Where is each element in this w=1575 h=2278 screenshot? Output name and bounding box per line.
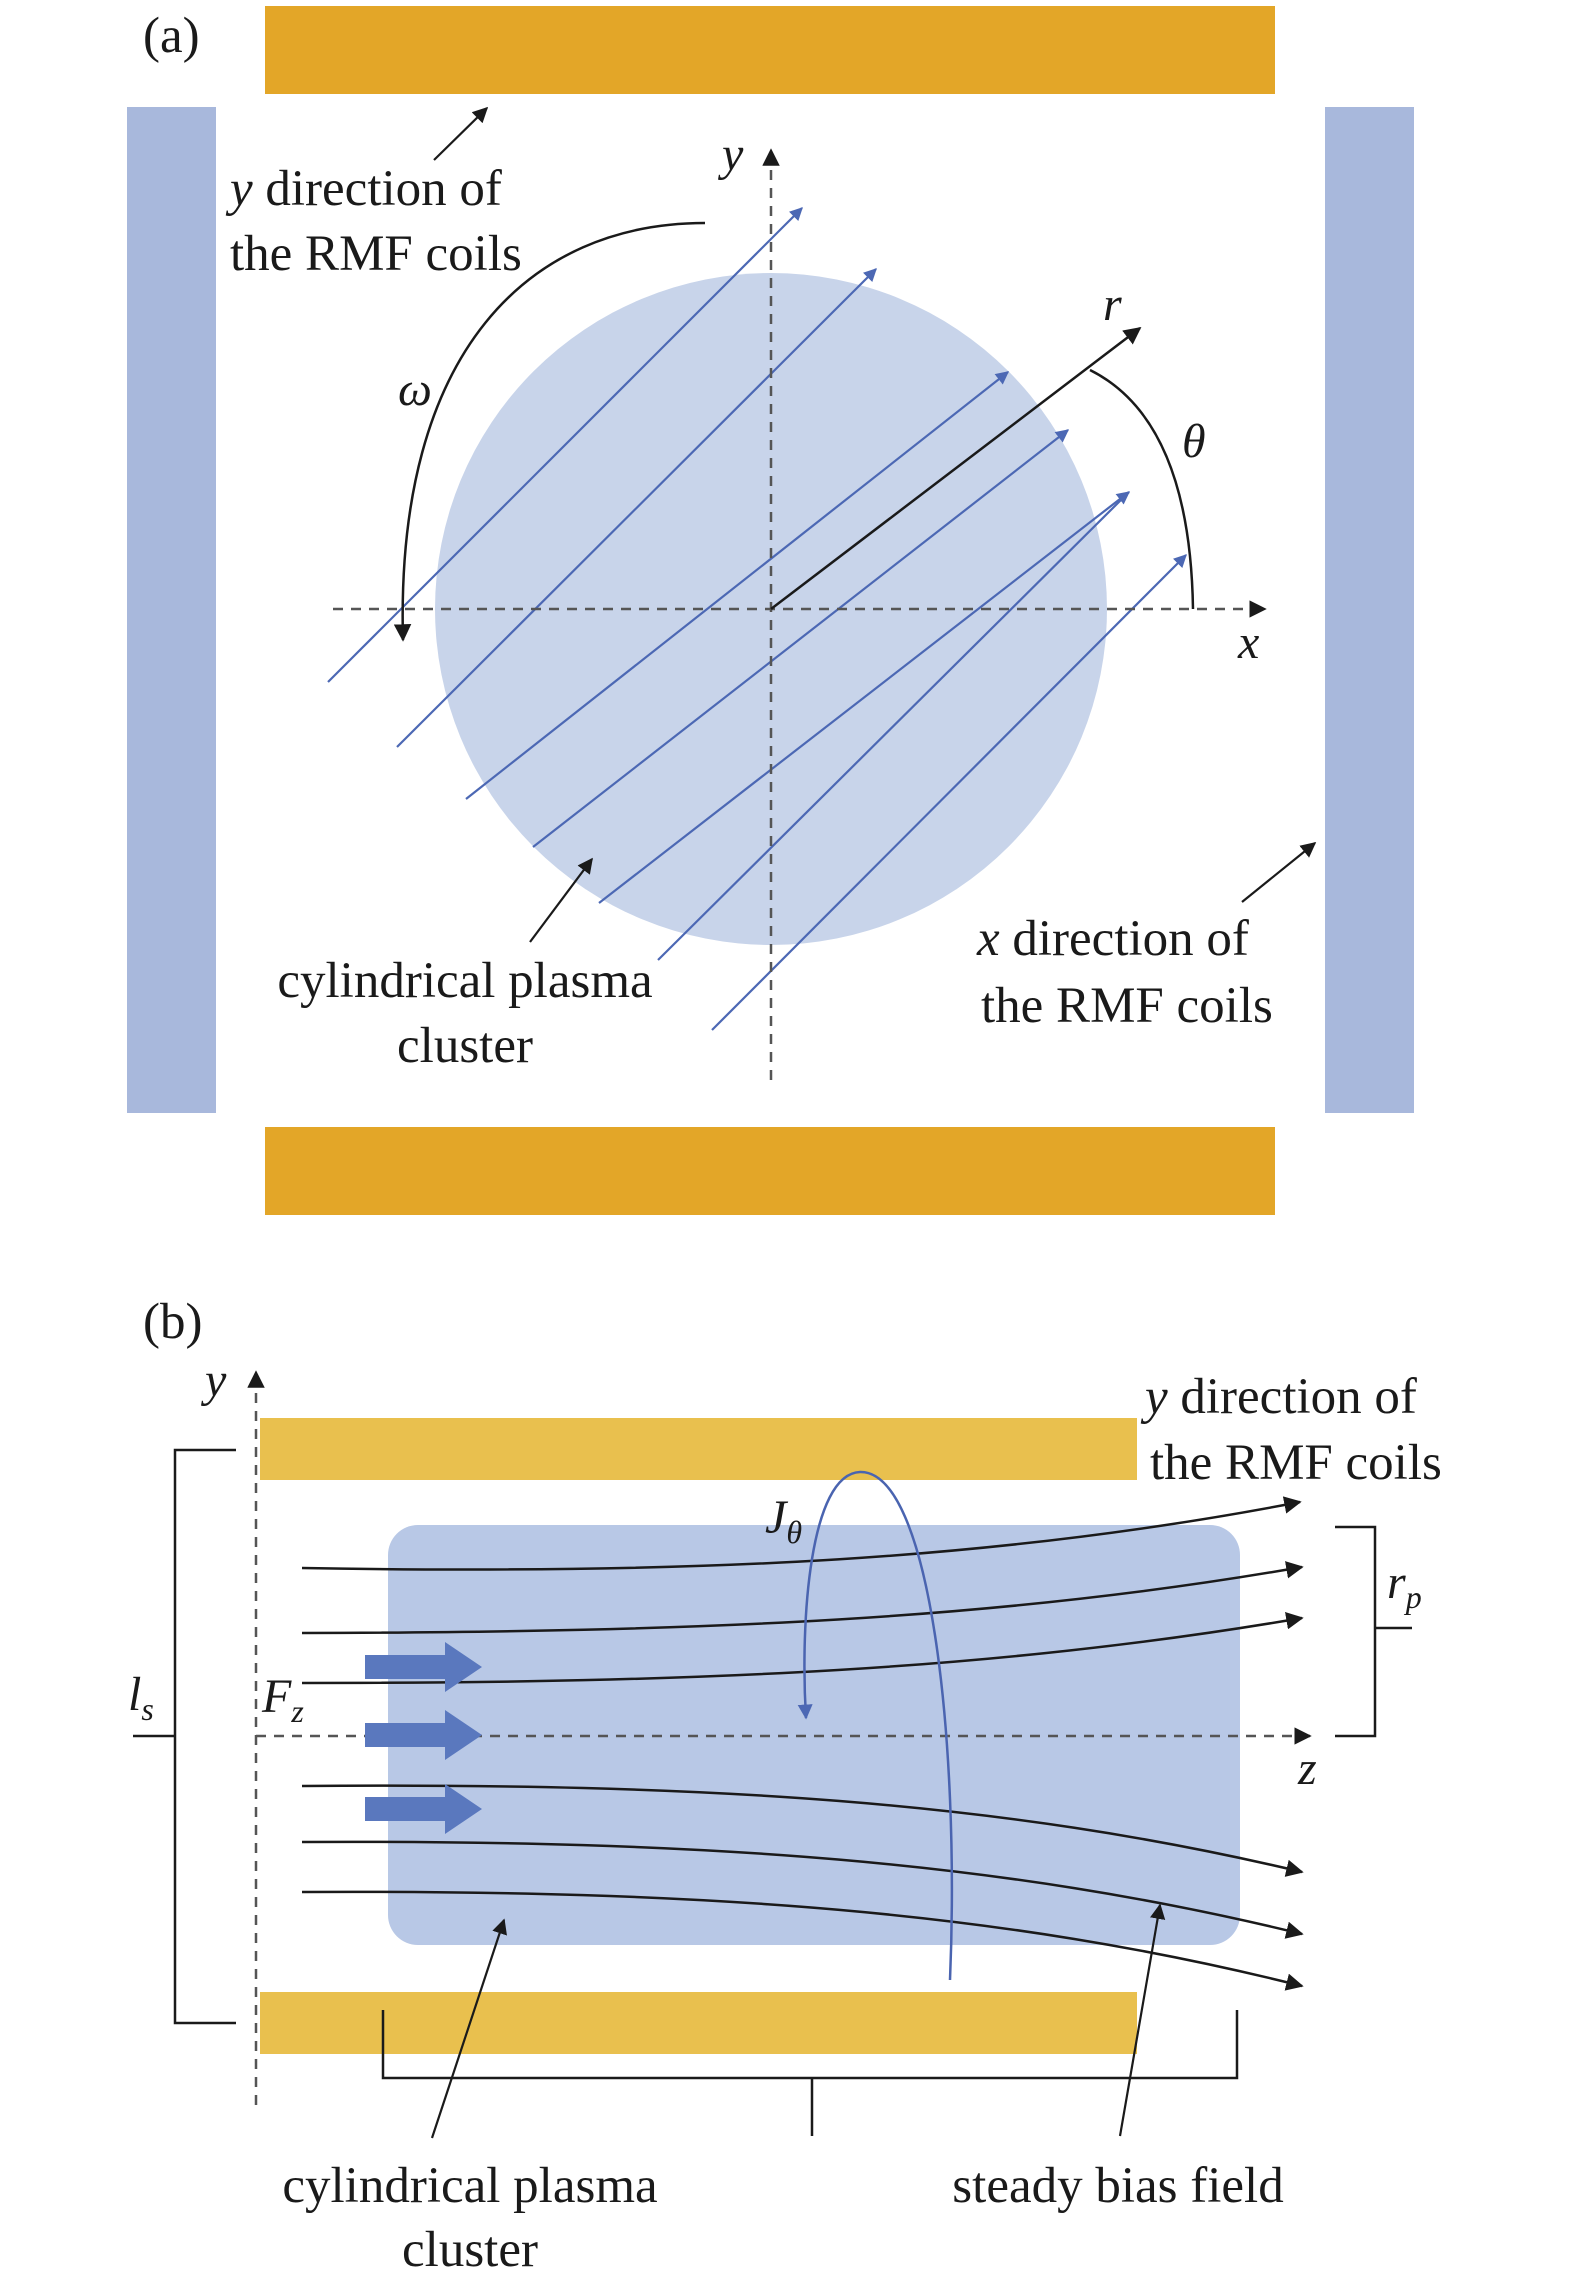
- bias-field-line: [301, 1890, 1304, 1991]
- thrust-arrow: [365, 1710, 482, 1760]
- x-axis-label-a: x: [1237, 616, 1259, 669]
- thrust-arrows: [365, 1642, 482, 1834]
- radius-vector: [770, 326, 1142, 610]
- plasma-label-a-line2: cluster: [397, 1018, 533, 1074]
- bias-field-line: [301, 1784, 1304, 1877]
- panel-a-tag: (a): [143, 8, 200, 64]
- left-x-coil: [127, 107, 216, 1113]
- bias-field-lines: [301, 1496, 1304, 1991]
- r-label: r: [1103, 278, 1122, 331]
- bias-field-leader: [1118, 1903, 1166, 2137]
- z-axis-label-b: z: [1297, 1742, 1317, 1795]
- field-line: [711, 554, 1187, 1031]
- plasma-leader-b: [430, 1918, 507, 2139]
- bias-field-label: steady bias field: [952, 2158, 1283, 2214]
- top-y-coil: [265, 6, 1275, 94]
- x-coil-label-a-line2: the RMF coils: [981, 978, 1273, 1034]
- field-line: [598, 491, 1131, 904]
- rp-label: rp: [1387, 1556, 1422, 1615]
- plasma-label-b-line1: cylindrical plasma: [282, 2158, 657, 2214]
- bottom-bracket: [381, 2010, 1239, 2080]
- panel-b: (b) y z Jθ Fz: [128, 1294, 1442, 2278]
- omega-label: ω: [398, 363, 432, 416]
- field-line: [465, 371, 1010, 800]
- plasma-label-a-line1: cylindrical plasma: [277, 953, 652, 1009]
- field-line: [657, 491, 1130, 961]
- y-coil-label-b-line2: the RMF coils: [1150, 1435, 1442, 1491]
- bias-field-line: [301, 1840, 1304, 1939]
- bottom-y-coil: [265, 1127, 1275, 1215]
- bias-field-line: [301, 1612, 1304, 1685]
- rmf-field-lines: [327, 207, 1187, 1031]
- top-coil-b: [260, 1418, 1137, 1480]
- ls-label: ls: [128, 1668, 154, 1727]
- azimuthal-current-loop: [797, 1470, 954, 1981]
- field-line: [532, 429, 1070, 848]
- y-axis-label-a: y: [717, 128, 744, 181]
- y-coil-label-b-line1: y direction of: [1140, 1369, 1417, 1425]
- y-coil-label-a-line1: y direction of: [225, 161, 502, 217]
- x-coil-leader-a: [1241, 842, 1317, 903]
- bottom-coil-b: [260, 1992, 1137, 2054]
- thrust-arrow: [365, 1642, 482, 1692]
- x-coil-label-a-line1: x direction of: [976, 911, 1249, 967]
- right-x-coil: [1325, 107, 1414, 1113]
- panel-a: (a) y x r θ ω: [127, 6, 1414, 1215]
- y-coil-label-a-line2: the RMF coils: [230, 226, 522, 282]
- J-theta-label: Jθ: [765, 1491, 802, 1550]
- plasma-label-b-line2: cluster: [402, 2222, 538, 2278]
- y-axis-label-b: y: [200, 1354, 227, 1407]
- y-coil-leader-a: [433, 106, 489, 161]
- bias-field-line: [301, 1496, 1302, 1571]
- ls-bracket: [173, 1448, 236, 2025]
- bias-field-line: [301, 1561, 1304, 1635]
- rotation-arrow: [393, 221, 706, 642]
- field-line: [396, 268, 877, 748]
- theta-arc: [1089, 368, 1195, 610]
- panel-b-tag: (b): [143, 1294, 202, 1350]
- thrust-arrow: [365, 1784, 482, 1834]
- rp-bracket: [1335, 1525, 1377, 1738]
- plasma-leader-a: [529, 857, 593, 943]
- F-z-label: Fz: [261, 1670, 304, 1729]
- field-line: [327, 207, 803, 683]
- theta-label: θ: [1182, 415, 1206, 468]
